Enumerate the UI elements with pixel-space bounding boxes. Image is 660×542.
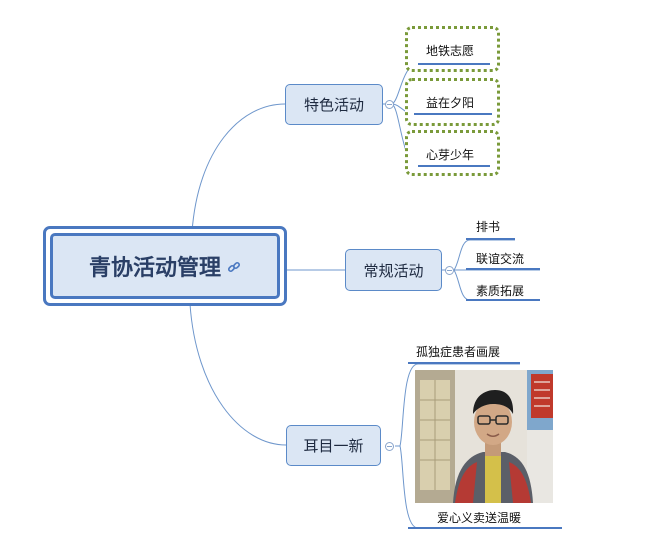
leaf-label[interactable]: 素质拓展 bbox=[476, 284, 525, 298]
leaf-underline bbox=[418, 165, 490, 167]
topic-node-dotted[interactable] bbox=[405, 78, 500, 126]
branch-label: 特色活动 bbox=[303, 96, 364, 114]
branch-label: 常规活动 bbox=[363, 261, 424, 280]
root-title: 青协活动管理 bbox=[88, 256, 221, 281]
collapse-toggle[interactable] bbox=[385, 442, 394, 451]
branch-label: 耳目一新 bbox=[303, 437, 364, 455]
topic-node-dotted[interactable] bbox=[405, 130, 500, 176]
leaf-underline bbox=[408, 527, 562, 529]
leaf-label[interactable]: 孤独症患者画展 bbox=[416, 345, 501, 359]
student-photo bbox=[415, 370, 553, 503]
leaf-underline bbox=[466, 238, 515, 240]
leaf-label[interactable]: 联谊交流 bbox=[476, 252, 525, 266]
link-icon[interactable] bbox=[227, 259, 241, 273]
branch-node-special-activities[interactable]: 特色活动 bbox=[285, 84, 383, 125]
leaf-underline bbox=[418, 63, 490, 65]
leaf-label[interactable]: 排书 bbox=[476, 220, 501, 234]
leaf-label[interactable]: 爱心义卖送温暖 bbox=[437, 511, 522, 525]
leaf-underline bbox=[466, 268, 540, 270]
leaf-underline bbox=[408, 362, 520, 364]
leaf-underline bbox=[414, 113, 492, 115]
root-node-inner: 青协活动管理 bbox=[50, 233, 280, 299]
leaf-label: 益在夕阳 bbox=[426, 96, 475, 110]
leaf-label: 心芽少年 bbox=[426, 148, 475, 162]
branch-node-regular-activities[interactable]: 常规活动 bbox=[345, 249, 442, 291]
collapse-toggle[interactable] bbox=[445, 266, 454, 275]
root-node[interactable]: 青协活动管理 bbox=[43, 226, 287, 306]
branch-node-fresh-look[interactable]: 耳目一新 bbox=[286, 425, 381, 466]
collapse-toggle[interactable] bbox=[385, 100, 394, 109]
leaf-label: 地铁志愿 bbox=[426, 44, 475, 58]
leaf-underline bbox=[466, 299, 540, 301]
